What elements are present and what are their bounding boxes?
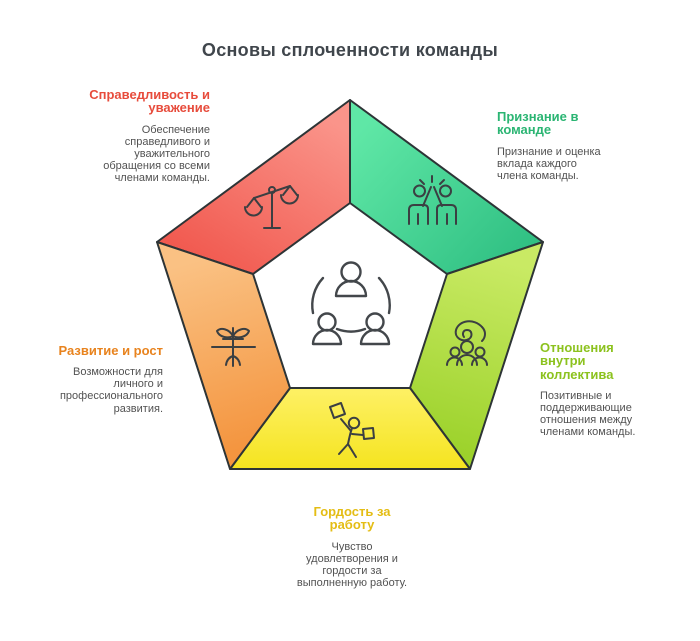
segment-growth	[156, 241, 291, 470]
relations-heading: Отношения внутри коллектива	[540, 340, 614, 382]
label-fairness: Справедливость и уважение Обеспечение сп…	[40, 88, 210, 184]
page-title: Основы сплоченности команды	[201, 40, 499, 60]
recognition-description: Признание и оценка вклада каждого члена …	[497, 145, 601, 182]
scales-icon	[244, 185, 299, 229]
high-five-icon	[408, 175, 457, 225]
growth-description: Возможности для личного и профессиональн…	[59, 366, 163, 415]
relations-description: Позитивные и поддерживающие отношения ме…	[540, 389, 636, 439]
fairness-description: Обеспечение справедливого и уважительног…	[103, 123, 210, 184]
group-swirl-icon	[446, 320, 488, 366]
recognition-heading: Признание в команде	[497, 109, 579, 138]
label-relations: Отношения внутри коллектива Позитивные и…	[540, 341, 670, 438]
flag-person-icon	[329, 402, 375, 458]
growth-heading: Развитие и рост	[58, 343, 163, 358]
pride-description: Чувство удовлетворения и гордости за вып…	[296, 540, 408, 589]
label-pride: Гордость за работу Чувство удовлетворени…	[277, 505, 427, 589]
fairness-heading: Справедливость и уважение	[89, 87, 210, 116]
team-group-icon	[311, 261, 391, 346]
pride-heading: Гордость за работу	[313, 504, 391, 533]
label-growth: Развитие и рост Возможности для личного …	[23, 344, 163, 415]
label-recognition: Признание в команде Признание и оценка в…	[497, 110, 637, 182]
plant-growth-icon	[211, 327, 256, 367]
